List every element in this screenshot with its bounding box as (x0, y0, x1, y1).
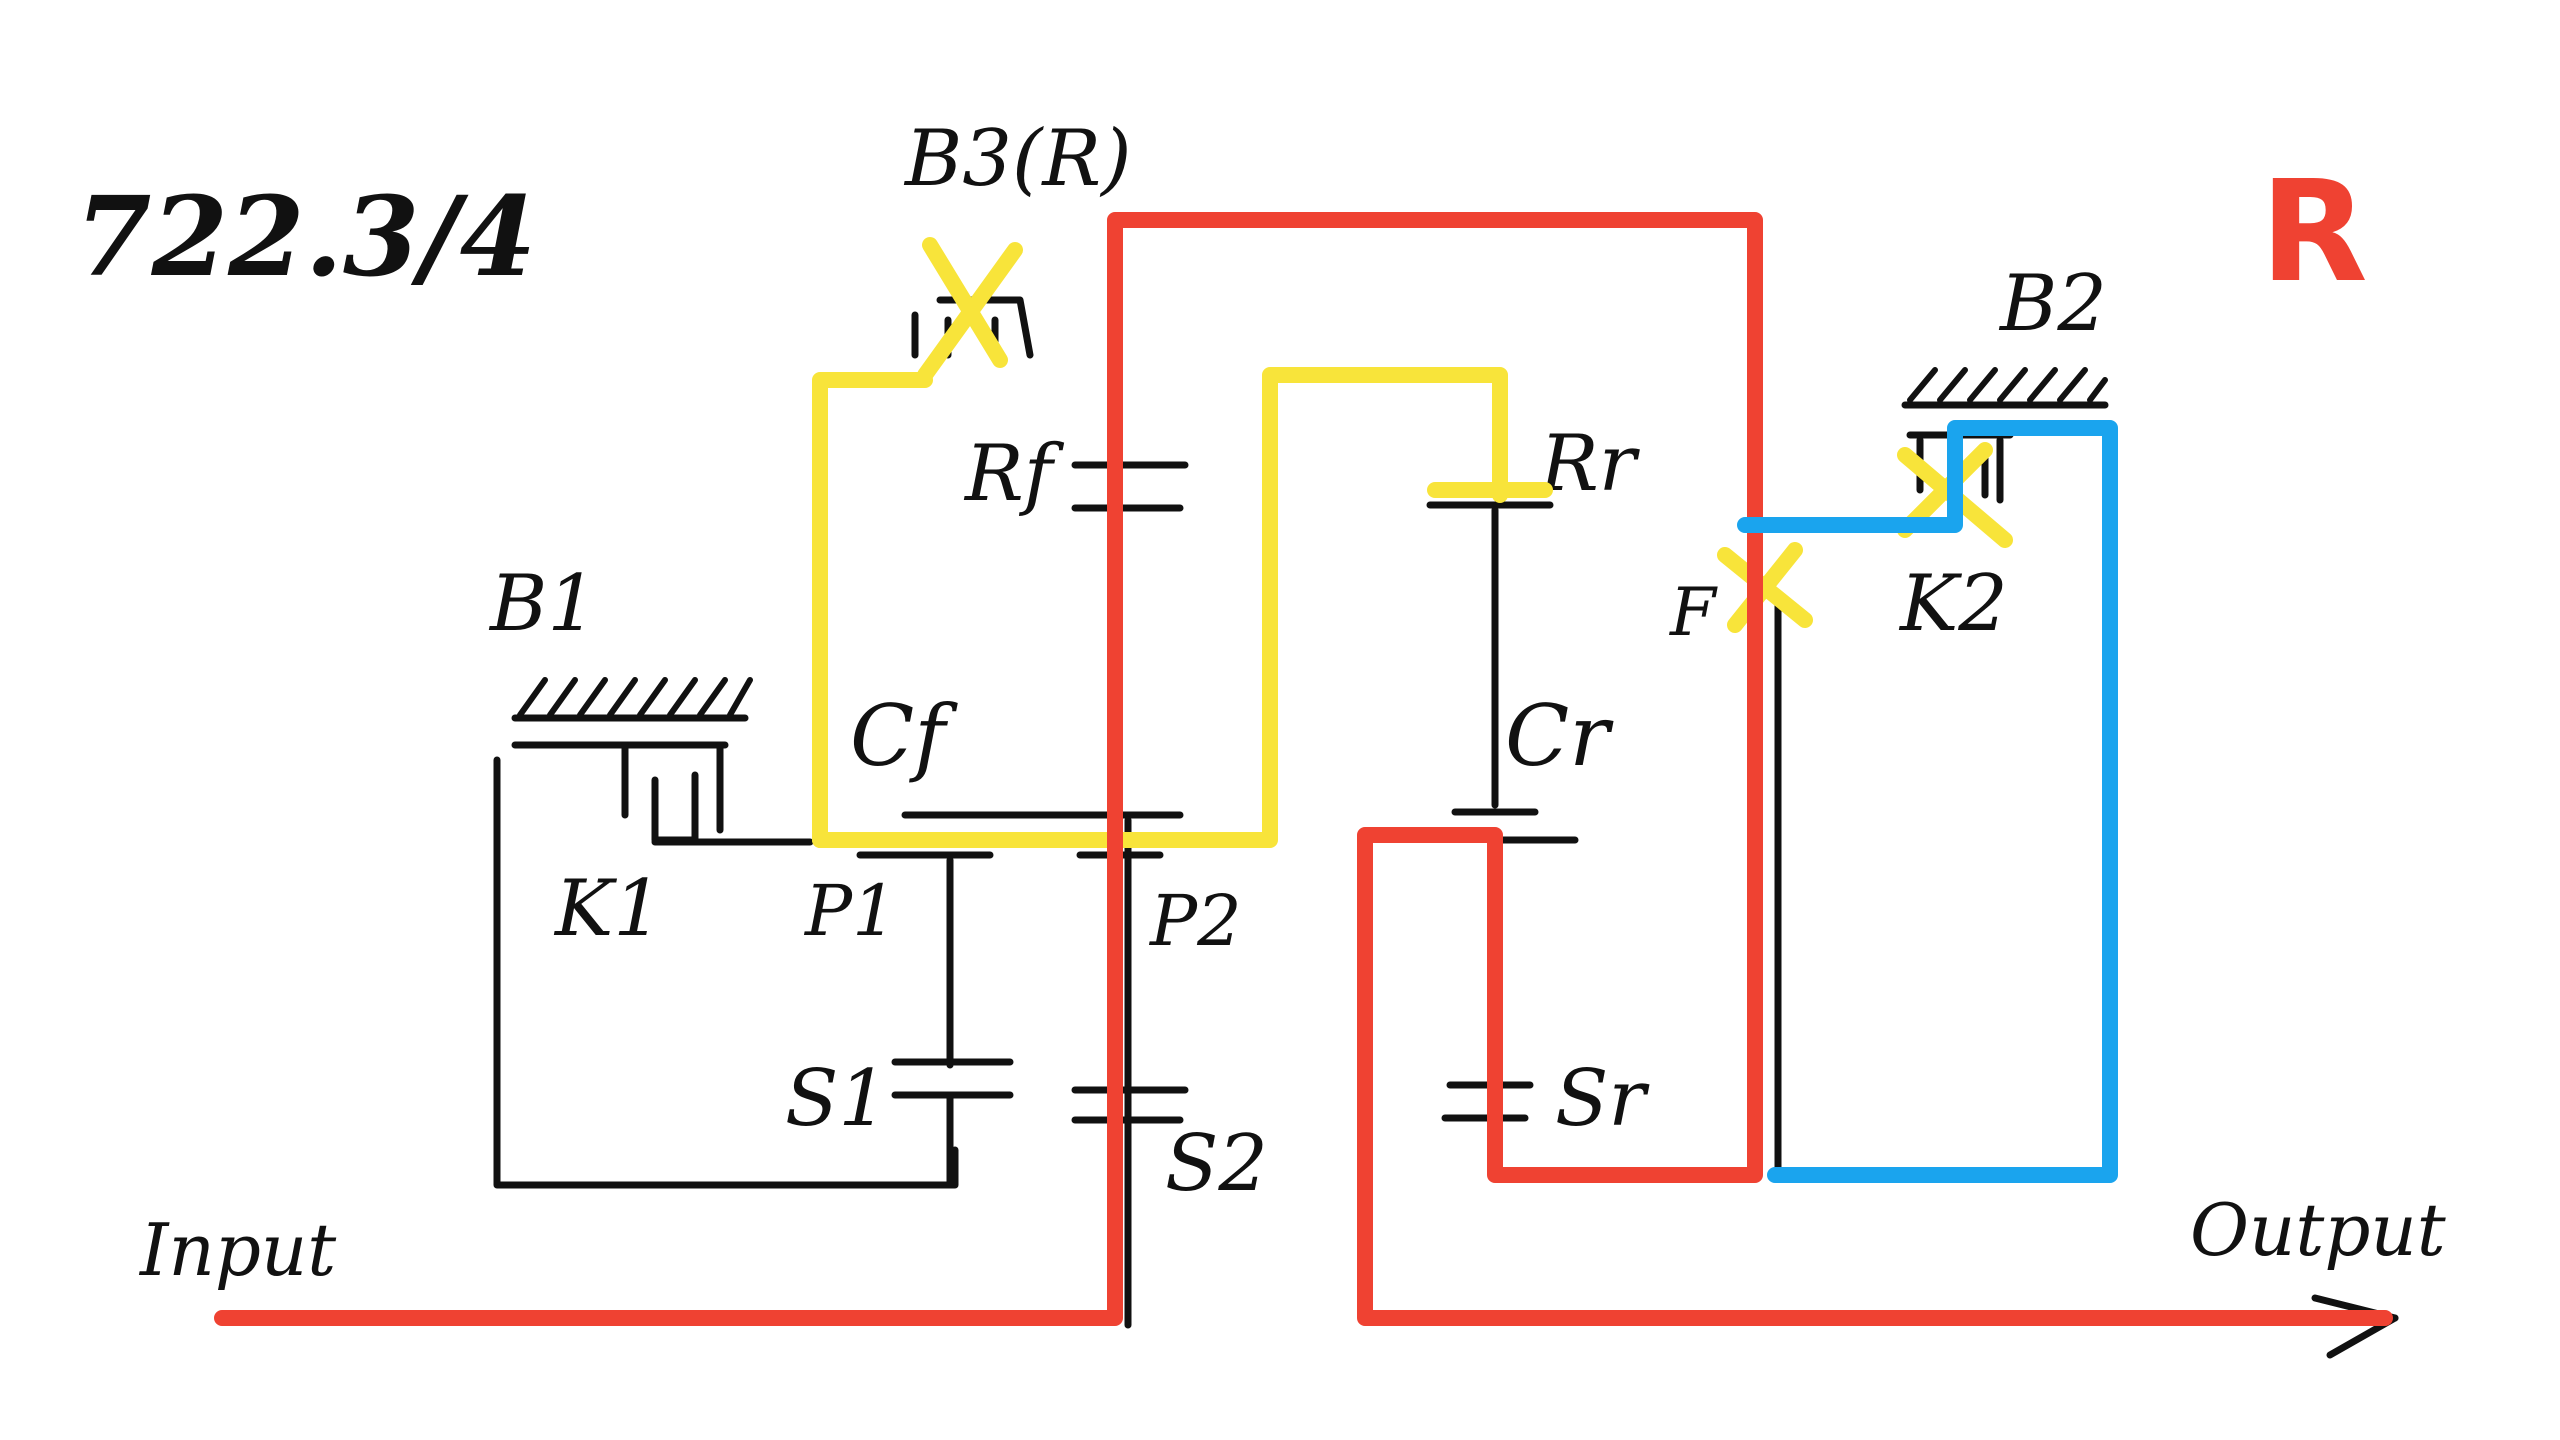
label-cf: Cf (850, 687, 958, 785)
yellow-b3-leg (812, 372, 933, 848)
schematic-structure (493, 296, 2399, 1359)
power-path-red (214, 212, 2393, 1326)
coupling-path-blue (1737, 420, 2118, 1183)
label-sr: Sr (1555, 1054, 1650, 1144)
b3-x-mark (917, 237, 1023, 383)
output-arrow (2311, 1294, 2399, 1359)
k1-clutch-plates (621, 741, 724, 844)
b2-hatch (1907, 367, 2108, 403)
cr-carrier-bar (1451, 808, 1579, 844)
s2-gear (1071, 1086, 1189, 1124)
red-input-to-output (214, 212, 2393, 1326)
blue-k2-loop (1737, 420, 2118, 1183)
label-k1: K1 (553, 864, 663, 954)
diagram-title: 722.3/4 (75, 172, 536, 301)
rf-ring-gear (1071, 461, 1189, 512)
label-b1: B1 (488, 559, 597, 649)
b1-s1-frame (493, 756, 959, 1189)
b1-hatch (517, 677, 753, 718)
label-f: F (1669, 574, 1718, 651)
label-b3: B3(R) (903, 114, 1132, 204)
label-output: Output (2190, 1188, 2447, 1272)
label-rr: Rr (1538, 419, 1641, 509)
f-x-mark (1717, 542, 1813, 633)
gear-label: R (2260, 151, 2368, 314)
label-s2: S2 (1165, 1119, 1268, 1209)
label-p1: P1 (803, 870, 897, 952)
label-b2: B2 (1998, 259, 2107, 349)
label-cr: Cr (1505, 687, 1614, 785)
label-rf: Rf (963, 429, 1065, 519)
label-k2: K2 (1898, 559, 2008, 649)
label-p2: P2 (1148, 880, 1242, 962)
label-input: Input (138, 1208, 337, 1292)
label-s1: S1 (785, 1054, 888, 1144)
